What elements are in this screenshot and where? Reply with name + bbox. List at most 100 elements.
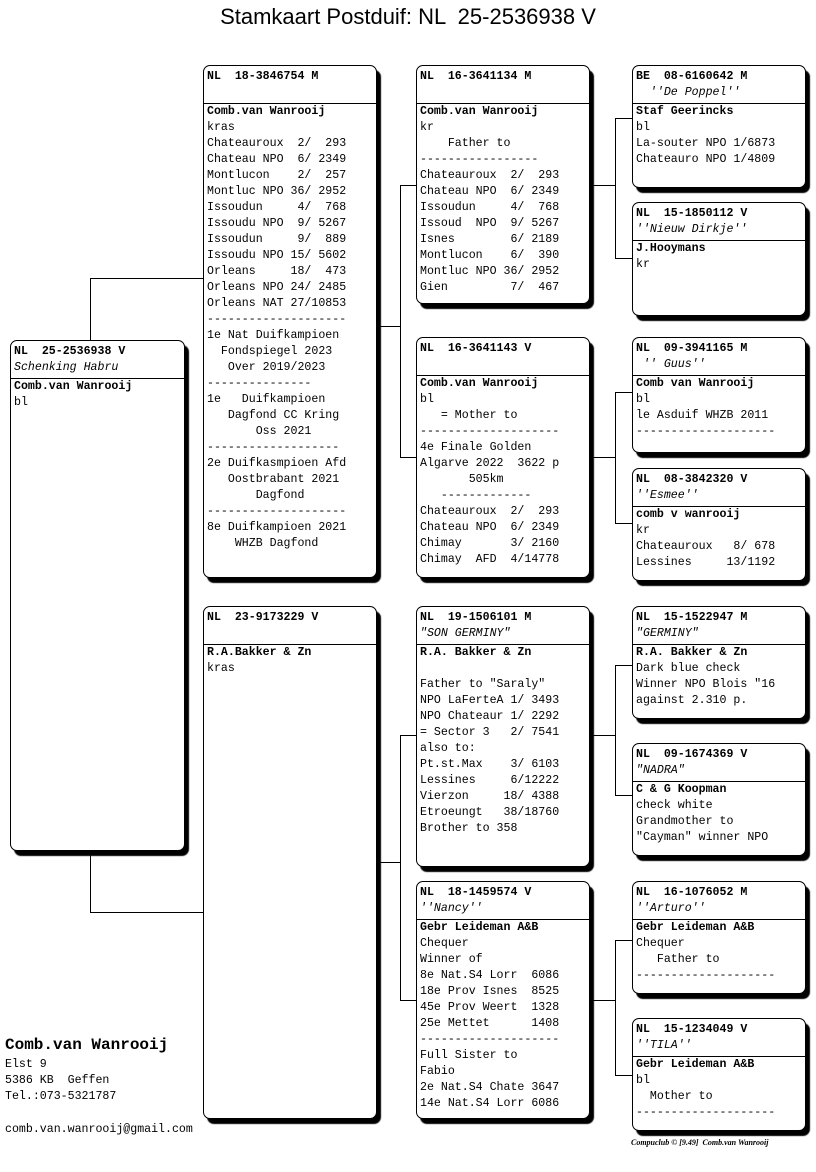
card-header: BE 08-6160642 M ''De Poppel'' [633, 66, 805, 104]
pigeon-name: "NADRA" [636, 764, 685, 777]
pigeon-name: "GERMINY" [636, 627, 699, 640]
ring-number: NL 23-9173229 V [207, 611, 319, 624]
connector-dd-parents [590, 940, 632, 1076]
card-line: Fondspiegel 2023 [207, 345, 333, 358]
card-line: Winner NPO Blois "16 [636, 678, 776, 691]
card-line: Chateau NPO 6/ 2349 [207, 153, 347, 166]
card-line: Montlucon 2/ 257 [207, 169, 347, 182]
card-line: -------------------- [420, 1033, 560, 1046]
card-line: Lessines 13/1192 [636, 556, 776, 569]
card-line: Montluc NPO 36/ 2952 [207, 185, 347, 198]
card-line: Etroeungt 38/18760 [420, 806, 560, 819]
card-line: 8e Duifkampioen 2021 [207, 521, 347, 534]
card-line: 1e Nat Duifkampioen [207, 329, 340, 342]
breeder-email: comb.van.wanrooij@gmail.com [5, 1123, 193, 1136]
card-line: -------------------- [207, 313, 347, 326]
card-header: NL 09-3941165 M '' Guus'' [633, 338, 805, 376]
ring-number: NL 15-1522947 M [636, 611, 748, 624]
owner: Comb.van Wanrooij [14, 380, 133, 393]
card-line: Lessines 6/12222 [420, 774, 560, 787]
connector-subject-dam [90, 851, 203, 913]
owner: Staf Geerincks [636, 105, 734, 118]
card-line: Father to "Saraly" [420, 678, 546, 691]
connector-subject-sire [90, 278, 203, 340]
card-line: Chequer [636, 937, 685, 950]
ring-number: NL 08-3842320 V [636, 473, 748, 486]
breeder-address: Elst 9 [5, 1058, 47, 1071]
card-line: NPO Chateaur 1/ 2292 [420, 710, 560, 723]
card-line: Chateau NPO 6/ 2349 [420, 521, 560, 534]
card-line: Vierzon 18/ 4388 [420, 790, 560, 803]
card-line: 45e Prov Weert 1328 [420, 1001, 560, 1014]
card-line: Chimay AFD 4/14778 [420, 553, 560, 566]
card-header: NL 16-3641143 V [417, 338, 589, 376]
card-line: -------------------- [420, 425, 560, 438]
card-line: Oostbrabant 2021 [207, 473, 340, 486]
card-line: Chimay 3/ 2160 [420, 537, 560, 550]
card-line: 4e Finale Golden [420, 441, 532, 454]
card-line: 2e Nat.S4 Chate 3647 [420, 1081, 560, 1094]
pigeon-card-dds: NL 16-1076052 M''Arturo''Gebr Leideman A… [632, 881, 806, 994]
card-line: Mother to [636, 1090, 713, 1103]
breeder-phone: Tel.:073-5321787 [5, 1090, 117, 1103]
card-line: against 2.310 p. [636, 694, 748, 707]
card-line: Chateau NPO 6/ 2349 [420, 185, 560, 198]
card-line: ------------------- [207, 441, 340, 454]
card-line: Montlucon 6/ 390 [420, 249, 560, 262]
card-line: kras [207, 121, 235, 134]
ring-number: BE 08-6160642 M [636, 70, 748, 83]
card-line: bl [14, 396, 28, 409]
card-line: Issoudu NPO 15/ 5602 [207, 249, 347, 262]
ring-number: NL 16-3641134 M [420, 70, 532, 83]
card-line: 18e Prov Isnes 8525 [420, 985, 560, 998]
card-line: "Cayman" winner NPO [636, 831, 769, 844]
connector-ss-parents [590, 118, 632, 259]
pigeon-card-ssd: NL 15-1850112 V''Nieuw Dirkje''J.Hooyman… [632, 202, 806, 316]
owner: Gebr Leideman A&B [420, 921, 539, 934]
card-line: kr [636, 258, 650, 271]
card-header: NL 23-9173229 V [204, 607, 376, 645]
ring-number: NL 09-1674369 V [636, 748, 748, 761]
card-line: bl [420, 393, 434, 406]
pigeon-name: '' Guus'' [636, 358, 706, 371]
card-line: 1e Duifkampioen [207, 393, 326, 406]
card-line: ------------- [420, 489, 532, 502]
card-line: kr [420, 121, 434, 134]
card-line: -------------------- [636, 425, 776, 438]
card-line: Oss 2021 [207, 425, 312, 438]
card-line: Over 2019/2023 [207, 361, 326, 374]
card-line: Chateauroux 2/ 293 [420, 505, 560, 518]
pigeon-name: ''TILA'' [636, 1039, 692, 1052]
connector-sire-parents [377, 185, 416, 458]
card-line: Isnes 6/ 2189 [420, 233, 560, 246]
connector-sd-parents [590, 392, 632, 524]
card-line: bl [636, 393, 650, 406]
card-line: check white [636, 799, 713, 812]
owner: Comb.van Wanrooij [207, 105, 326, 118]
card-line: 25e Mettet 1408 [420, 1017, 560, 1030]
card-line: Full Sister to [420, 1049, 518, 1062]
card-line: Issoud NPO 9/ 5267 [420, 217, 560, 230]
pigeon-card-dss: NL 15-1522947 M"GERMINY"R.A. Bakker & Zn… [632, 606, 806, 719]
card-line: Fabio [420, 1065, 455, 1078]
card-line: also to: [420, 742, 476, 755]
card-line: Orleans NAT 27/10853 [207, 297, 347, 310]
card-line: Orleans NPO 24/ 2485 [207, 281, 347, 294]
card-line: 505km [420, 473, 504, 486]
ring-number: NL 25-2536938 V [14, 345, 126, 358]
card-line: Chateauroux 8/ 678 [636, 540, 776, 553]
card-line: Montluc NPO 36/ 2952 [420, 265, 560, 278]
page-title: Stamkaart Postduif: NL 25-2536938 V [220, 4, 596, 29]
pigeon-card-ddd: NL 15-1234049 V''TILA''Gebr Leideman A&B… [632, 1018, 806, 1131]
ring-number: NL 15-1850112 V [636, 207, 748, 220]
card-line: Issoudu NPO 9/ 5267 [207, 217, 347, 230]
